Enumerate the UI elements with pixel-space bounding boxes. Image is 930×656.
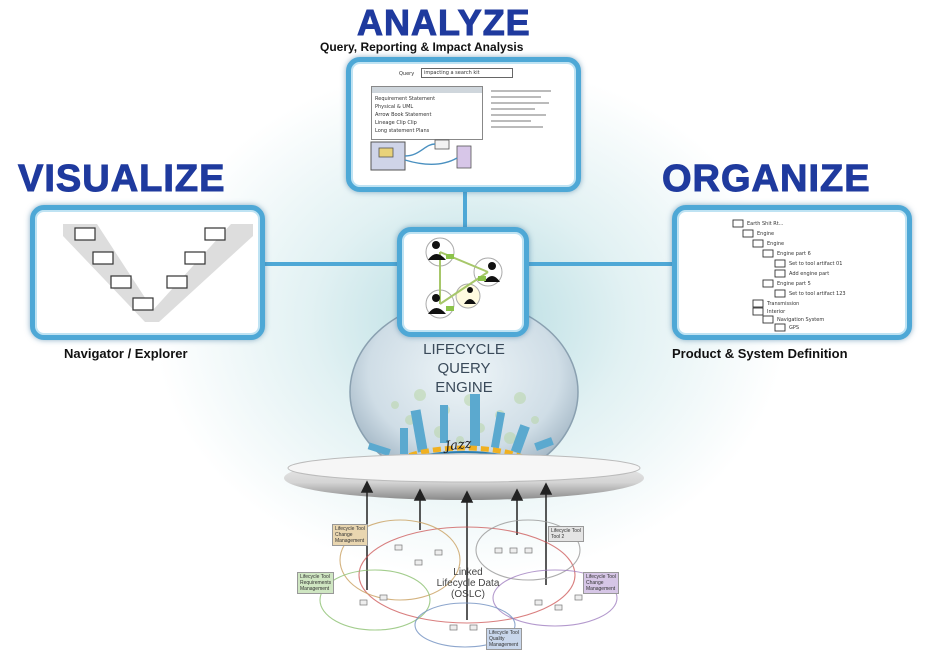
- engine-label-line3: ENGINE: [435, 379, 493, 396]
- tool-tag-change-2-type: Change: [586, 580, 604, 586]
- query-field: impacting a search kit: [421, 68, 513, 78]
- tool-tag-change-category: Management: [335, 538, 365, 544]
- tree-item: Interior: [767, 309, 786, 315]
- tool-tag-quality-type: Quality: [489, 636, 505, 642]
- oslc-label-line2: Lifecycle Data: [436, 578, 500, 589]
- tool-tag-quality: Lifecycle Tool Quality Management: [486, 628, 522, 650]
- oslc-label-line1: Linked: [453, 567, 483, 578]
- table-row: Long statement Plans: [375, 128, 430, 134]
- tree-item: Engine part 5: [777, 281, 811, 287]
- tool-tag-tool2-type: Tool 2: [551, 534, 565, 540]
- tree-item: GPS: [789, 325, 800, 331]
- tool-tag-requirements-category: Management: [300, 586, 330, 592]
- collaboration-people-icon: [425, 237, 503, 319]
- analyze-mini-diagram: [370, 139, 472, 171]
- tool-tag-quality-category: Management: [489, 642, 519, 648]
- tool-tag-change-2: Lifecycle Tool Change Management: [583, 572, 619, 594]
- tool-tag-change: Lifecycle Tool Change Management: [332, 524, 368, 546]
- table-row: Requirement Statement: [375, 96, 436, 102]
- analyze-heading: ANALYZE: [357, 2, 531, 44]
- query-label: Query: [399, 71, 415, 77]
- table-row: Physical & UML: [375, 104, 414, 110]
- tool-tag-requirements-type: Requirements: [300, 580, 332, 586]
- navigator-v-diagram: [63, 224, 253, 322]
- tool-tag-quality-name: Lifecycle Tool: [489, 630, 519, 636]
- organize-heading: ORGANIZE: [662, 158, 871, 201]
- table-header: [372, 87, 482, 93]
- visualize-panel: [30, 205, 265, 340]
- engine-label-line2: QUERY: [437, 360, 491, 377]
- tool-tag-tool2-name: Lifecycle Tool: [551, 528, 581, 534]
- engine-label-line1: LIFECYCLE: [423, 341, 505, 358]
- detail-text-block: [491, 90, 561, 170]
- tree-item: Set to tool artifact 123: [789, 291, 846, 297]
- organize-subtitle: Product & System Definition: [672, 346, 848, 361]
- oslc-label-line3: (OSLC): [451, 589, 485, 600]
- tree-item: Engine: [757, 231, 775, 237]
- table-row: Arrow Book Statement: [375, 112, 432, 118]
- connector-right: [528, 262, 674, 266]
- tool-tag-requirements-name: Lifecycle Tool: [300, 574, 330, 580]
- connector-left: [262, 262, 402, 266]
- organize-panel: Earth Shit Rt... Engine Engine Engine pa…: [672, 205, 912, 340]
- visualize-heading: VISUALIZE: [17, 158, 226, 201]
- connector-top: [463, 186, 467, 232]
- tree-item: Engine: [767, 241, 785, 247]
- tool-tag-change-name: Lifecycle Tool: [335, 526, 365, 532]
- tool-tag-change-2-name: Lifecycle Tool: [586, 574, 616, 580]
- tree-item: Transmission: [767, 301, 800, 307]
- tool-tag-change-2-category: Management: [586, 586, 616, 592]
- tree-item: Set to tool artifact 01: [789, 261, 843, 267]
- engine-people-panel: [397, 227, 529, 337]
- folder-tree: [732, 219, 786, 332]
- tree-item: Engine part 6: [777, 251, 811, 257]
- result-table: Requirement Statement Physical & UML Arr…: [371, 86, 483, 140]
- visualize-subtitle: Navigator / Explorer: [64, 346, 188, 361]
- tool-tag-change-type: Change: [335, 532, 353, 538]
- tool-tag-tool2: Lifecycle Tool Tool 2: [548, 526, 584, 542]
- tree-item: Add engine part: [789, 271, 830, 277]
- query-value: impacting a search kit: [424, 70, 480, 76]
- analyze-panel: Query impacting a search kit Requirement…: [346, 57, 581, 192]
- analyze-subtitle: Query, Reporting & Impact Analysis: [320, 40, 524, 54]
- table-row: Lineage Clip Clip: [375, 120, 417, 126]
- tool-tag-requirements: Lifecycle Tool Requirements Management: [297, 572, 335, 594]
- tree-item: Earth Shit Rt...: [747, 221, 784, 227]
- tree-item: Navigation System: [777, 317, 825, 323]
